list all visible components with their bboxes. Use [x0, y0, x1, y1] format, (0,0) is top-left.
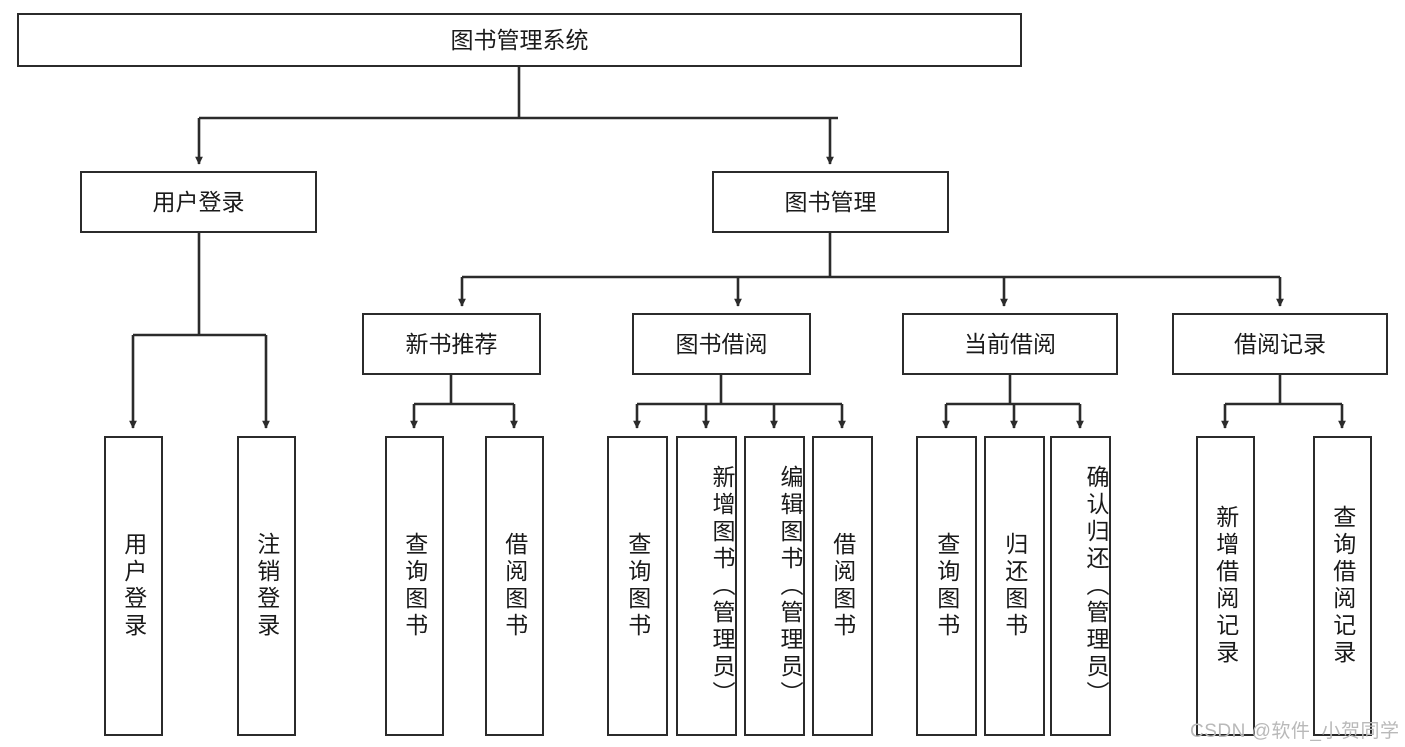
node-leaf-query-book-recommend-label: 查询图书 [401, 532, 428, 640]
node-leaf-query-book-label: 查询图书 [624, 532, 651, 640]
node-leaf-add-borrow-record-label: 新增借阅记录 [1212, 505, 1239, 667]
node-book-management[interactable]: 图书管理 [712, 171, 949, 233]
node-leaf-user-login[interactable]: 用户登录 [104, 436, 163, 736]
node-leaf-query-book-recommend[interactable]: 查询图书 [385, 436, 444, 736]
node-leaf-query-book-current[interactable]: 查询图书 [916, 436, 977, 736]
node-leaf-query-book-current-label: 查询图书 [933, 532, 960, 640]
node-leaf-logout[interactable]: 注销登录 [237, 436, 296, 736]
node-leaf-add-borrow-record[interactable]: 新增借阅记录 [1196, 436, 1255, 736]
node-leaf-query-borrow-record-label: 查询借阅记录 [1329, 505, 1356, 667]
node-leaf-confirm-return-admin-label: 确认归还（管理员） [1083, 464, 1109, 708]
node-user-login[interactable]: 用户登录 [80, 171, 317, 233]
node-current-borrow-label: 当前借阅 [964, 330, 1056, 357]
node-leaf-return-book[interactable]: 归还图书 [984, 436, 1045, 736]
node-current-borrow[interactable]: 当前借阅 [902, 313, 1118, 375]
node-leaf-add-book-admin[interactable]: 新增图书（管理员） [676, 436, 737, 736]
node-leaf-return-book-label: 归还图书 [1001, 532, 1028, 640]
node-book-borrow[interactable]: 图书借阅 [632, 313, 811, 375]
node-leaf-borrow-book-recommend-label: 借阅图书 [501, 532, 528, 640]
node-book-management-label: 图书管理 [784, 188, 877, 215]
node-leaf-query-book[interactable]: 查询图书 [607, 436, 668, 736]
node-leaf-add-book-admin-label: 新增图书（管理员） [709, 464, 735, 708]
node-root[interactable]: 图书管理系统 [17, 13, 1022, 67]
node-leaf-confirm-return-admin[interactable]: 确认归还（管理员） [1050, 436, 1111, 736]
node-leaf-borrow-book-label: 借阅图书 [829, 532, 856, 640]
node-borrow-record[interactable]: 借阅记录 [1172, 313, 1388, 375]
watermark: CSDN @软件_小贺同学 [1190, 716, 1399, 743]
node-leaf-edit-book-admin[interactable]: 编辑图书（管理员） [744, 436, 805, 736]
node-book-borrow-label: 图书借阅 [675, 330, 768, 357]
node-leaf-borrow-book[interactable]: 借阅图书 [812, 436, 873, 736]
watermark-text: CSDN @软件_小贺同学 [1190, 721, 1400, 742]
node-leaf-borrow-book-recommend[interactable]: 借阅图书 [485, 436, 544, 736]
node-root-label: 图书管理系统 [450, 26, 589, 53]
node-leaf-query-borrow-record[interactable]: 查询借阅记录 [1313, 436, 1372, 736]
node-leaf-edit-book-admin-label: 编辑图书（管理员） [777, 464, 803, 708]
node-borrow-record-label: 借阅记录 [1234, 330, 1326, 357]
node-user-login-label: 用户登录 [152, 188, 245, 215]
node-new-book-recommend-label: 新书推荐 [405, 330, 498, 357]
node-new-book-recommend[interactable]: 新书推荐 [362, 313, 541, 375]
node-leaf-user-login-label: 用户登录 [120, 532, 147, 640]
node-leaf-logout-label: 注销登录 [253, 532, 280, 640]
